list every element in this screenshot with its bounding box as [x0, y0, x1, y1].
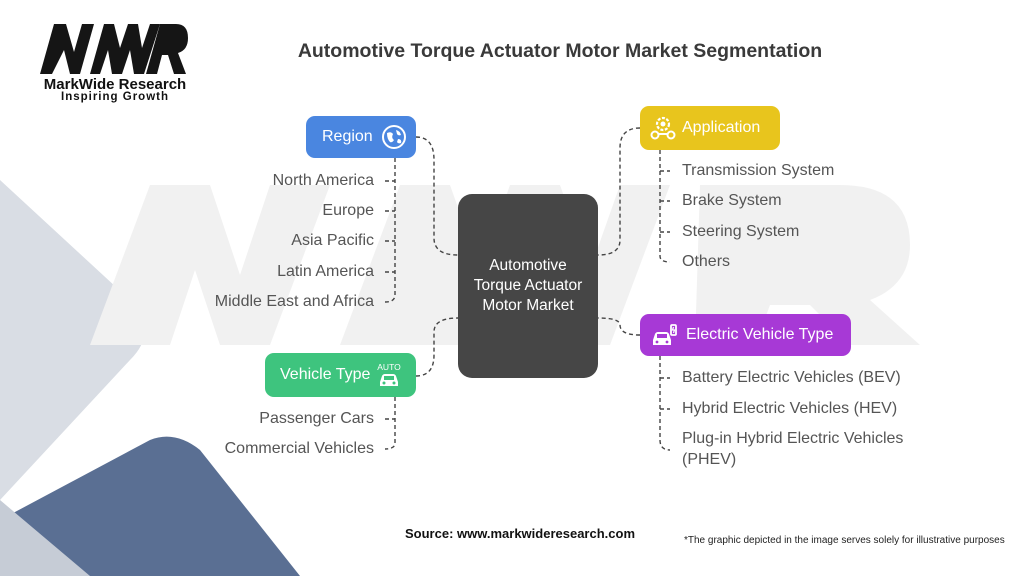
- center-node: Automotive Torque Actuator Motor Market: [458, 194, 598, 378]
- ev-type-item-continued: (PHEV): [682, 451, 737, 468]
- ev-type-label: Electric Vehicle Type: [686, 326, 834, 343]
- ev-type-item: Battery Electric Vehicles (BEV): [682, 369, 901, 386]
- region-item: Asia Pacific: [291, 232, 374, 249]
- ev-type-segment: Electric Vehicle Type: [640, 314, 851, 356]
- region-item: Europe: [322, 202, 374, 219]
- application-segment: Application: [640, 106, 780, 150]
- brand-tagline: Inspiring Growth: [61, 91, 169, 103]
- ev-type-item: Plug-in Hybrid Electric Vehicles: [682, 430, 904, 447]
- globe-icon: [381, 125, 406, 149]
- application-item: Transmission System: [682, 162, 835, 179]
- brand-logo-mark: [40, 24, 188, 74]
- center-label: Automotive Torque Actuator Motor Market: [473, 257, 583, 314]
- application-item: Steering System: [682, 223, 800, 240]
- ev-charging-icon: [653, 324, 677, 345]
- ev-type-item: Hybrid Electric Vehicles (HEV): [682, 400, 898, 417]
- gear-group-icon: [650, 116, 676, 140]
- page-title: Automotive Torque Actuator Motor Market …: [297, 40, 823, 62]
- application-item: Others: [682, 253, 731, 270]
- region-item: North America: [272, 172, 374, 189]
- vehicle-type-segment: Vehicle Type AUTO: [265, 353, 416, 397]
- region-item: Middle East and Africa: [214, 293, 374, 310]
- vehicle-type-item: Passenger Cars: [259, 410, 374, 427]
- region-segment: Region: [306, 116, 416, 158]
- disclaimer-note: *The graphic depicted in the image serve…: [684, 535, 1005, 546]
- region-item: Latin America: [277, 263, 374, 280]
- region-label: Region: [322, 128, 373, 145]
- source-credit: Source: www.markwideresearch.com: [405, 526, 636, 541]
- auto-car-icon: AUTO: [378, 362, 402, 386]
- svg-text:AUTO: AUTO: [378, 362, 402, 372]
- brand-name: MarkWide Research: [43, 76, 187, 93]
- vehicle-type-label: Vehicle Type: [280, 366, 371, 383]
- application-item: Brake System: [682, 192, 782, 209]
- application-label: Application: [682, 119, 761, 136]
- vehicle-type-item: Commercial Vehicles: [224, 440, 374, 457]
